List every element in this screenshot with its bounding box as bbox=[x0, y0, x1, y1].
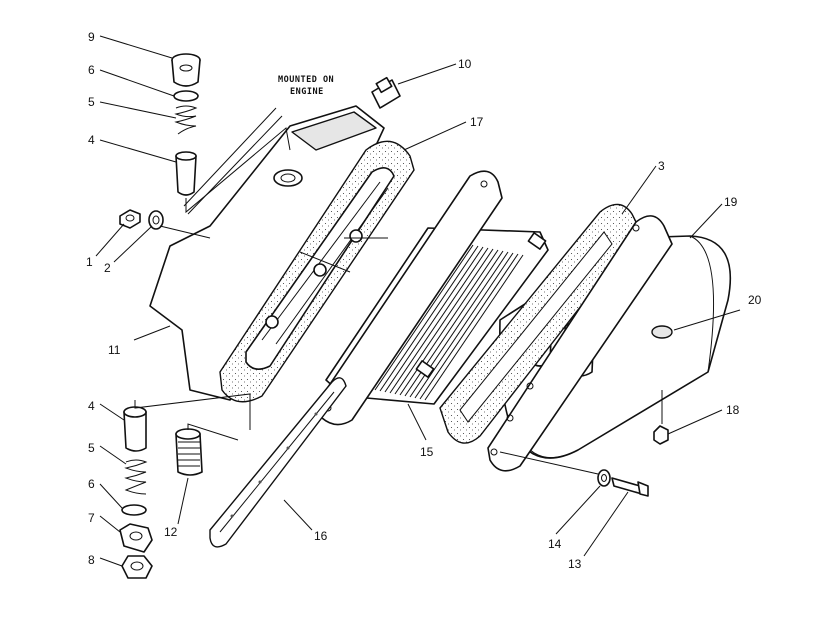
fitting-10 bbox=[371, 76, 401, 109]
callout-14: 14 bbox=[548, 537, 562, 551]
callout-4: 4 bbox=[88, 133, 95, 147]
nut-1 bbox=[119, 209, 141, 229]
bolt-13 bbox=[611, 477, 649, 497]
callout-11: 11 bbox=[108, 343, 121, 357]
callout-16: 16 bbox=[314, 529, 328, 543]
callout-10: 10 bbox=[458, 57, 472, 71]
callout-1: 1 bbox=[86, 255, 93, 269]
callouts: 9 6 5 4 1 2 11 10 17 3 19 20 18 15 16 12 bbox=[86, 30, 762, 571]
callout-20: 20 bbox=[748, 293, 762, 307]
callout-19: 19 bbox=[724, 195, 738, 209]
callout-4-lower: 4 bbox=[88, 399, 95, 413]
plug-18 bbox=[653, 390, 669, 445]
drain-plug-20 bbox=[651, 325, 673, 339]
cover-flange bbox=[487, 215, 673, 472]
washer-2 bbox=[148, 210, 164, 230]
mounted-on-engine-note: MOUNTED ON ENGINE bbox=[183, 75, 334, 215]
callout-6: 6 bbox=[88, 63, 95, 77]
callout-5: 5 bbox=[88, 95, 95, 109]
callout-5-lower: 5 bbox=[88, 441, 95, 455]
callout-8: 8 bbox=[88, 553, 95, 567]
gasket-17 bbox=[219, 140, 415, 403]
callout-18: 18 bbox=[726, 403, 740, 417]
callout-12: 12 bbox=[164, 525, 178, 539]
upper-valve-stack bbox=[171, 53, 291, 214]
callout-13: 13 bbox=[568, 557, 582, 571]
callout-17: 17 bbox=[470, 115, 484, 129]
plug-12 bbox=[175, 423, 239, 476]
callout-2: 2 bbox=[104, 261, 111, 275]
callout-7: 7 bbox=[88, 511, 95, 525]
note-line-1: MOUNTED ON bbox=[278, 75, 334, 85]
washer-14 bbox=[597, 469, 611, 487]
callout-9: 9 bbox=[88, 30, 95, 44]
callout-3: 3 bbox=[658, 159, 665, 173]
gasket-16 bbox=[209, 377, 347, 548]
callout-6-lower: 6 bbox=[88, 477, 95, 491]
note-line-2: ENGINE bbox=[290, 87, 324, 97]
lower-valve-stack bbox=[119, 393, 251, 579]
callout-15: 15 bbox=[420, 445, 434, 459]
